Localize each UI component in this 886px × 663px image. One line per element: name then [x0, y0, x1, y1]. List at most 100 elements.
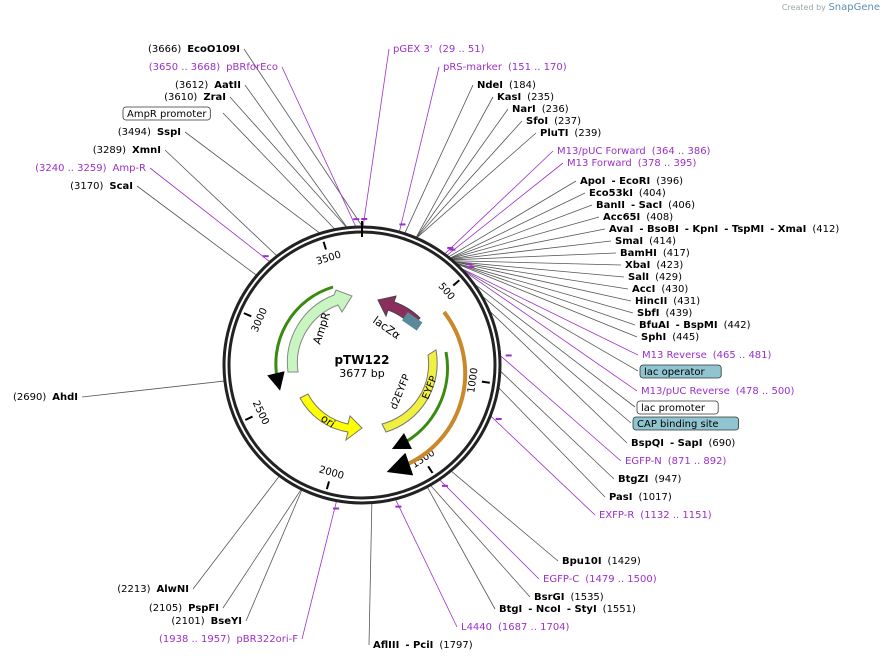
site-label-enzyme[interactable]: (3289)XmnI — [93, 145, 161, 156]
site-label-enzyme[interactable]: SfoI(237) — [526, 116, 581, 127]
site-label-primer[interactable]: (1938 .. 1957)pBR322ori-F — [159, 634, 298, 645]
site-label-primer[interactable]: pRS-marker(151 .. 170) — [443, 62, 567, 73]
site-label-enzyme[interactable]: SbfI(439) — [637, 308, 692, 319]
site-label-enzyme[interactable]: (2213)AlwNI — [117, 584, 189, 595]
primer-text: (1132 .. 1151) — [640, 510, 712, 521]
site-label-enzyme[interactable]: (3170)ScaI — [70, 181, 133, 192]
plasmid-name: pTW122 — [334, 353, 389, 367]
site-label-promoter[interactable]: lac promoter — [636, 400, 719, 415]
leader-line — [475, 284, 636, 408]
site-label-primer[interactable]: EXFP-R(1132 .. 1151) — [599, 510, 712, 521]
enzyme-name: KasI — [497, 92, 521, 103]
enzyme-name: ApoI — [580, 176, 606, 187]
site-label-enzyme[interactable]: (3494)SspI — [118, 127, 181, 138]
primer-text: (1479 .. 1500) — [585, 574, 657, 585]
site-label-enzyme[interactable]: AccI(430) — [632, 284, 688, 295]
site-label-enzyme[interactable]: (2101)BseYI — [171, 616, 242, 627]
site-text: (3666)EcoO109I — [148, 44, 240, 55]
enzyme-name: AlwNI — [157, 584, 190, 595]
site-label-enzyme[interactable]: AvaI- BsoBI- KpnI- TspMI- XmaI(412) — [609, 224, 839, 235]
site-label-primer[interactable]: (3240 .. 3259)Amp-R — [35, 163, 146, 174]
site-label-enzyme[interactable]: BfuAI- BspMI(442) — [639, 320, 751, 331]
site-label-primer[interactable]: M13/pUC Reverse(478 .. 500) — [641, 386, 795, 397]
feature-ampr[interactable]: AmpR — [267, 285, 353, 391]
leader-line — [222, 489, 302, 609]
site-position: (239) — [574, 128, 601, 139]
site-label-enzyme[interactable]: (3610)ZraI — [164, 92, 226, 103]
site-label-enzyme[interactable]: NdeI(184) — [477, 80, 536, 91]
site-text: M13 Reverse(465 .. 481) — [642, 350, 772, 361]
leader-line — [395, 499, 458, 628]
leader-line — [455, 261, 632, 302]
site-label-protein_bind[interactable]: CAP binding site — [632, 416, 739, 431]
site-text: AccI(430) — [632, 284, 688, 295]
site-text: Acc65I(408) — [603, 212, 673, 223]
site-box — [632, 416, 739, 431]
lacz-label: lacZα — [370, 314, 403, 342]
leader-line — [450, 192, 586, 259]
site-position: (431) — [673, 296, 700, 307]
site-label-enzyme[interactable]: PluTI (239) — [540, 128, 601, 139]
site-text: SphI(445) — [641, 332, 699, 343]
site-label-primer[interactable]: L4440(1687 .. 1704) — [461, 622, 570, 633]
site-label-primer[interactable]: EGFP-C(1479 .. 1500) — [543, 574, 657, 585]
site-label-enzyme[interactable]: BanII- SacI(406) — [596, 200, 695, 211]
site-position: (3289) — [93, 145, 126, 156]
site-position: (1535) — [570, 592, 603, 603]
site-label-enzyme[interactable]: (2105)PspFI — [149, 603, 219, 614]
site-label-primer[interactable]: M13 Reverse(465 .. 481) — [642, 350, 772, 361]
site-label-enzyme[interactable]: SalI(429) — [628, 272, 682, 283]
enzyme-name: SfoI — [526, 116, 548, 127]
site-label-primer[interactable]: EGFP-N(871 .. 892) — [625, 456, 727, 467]
site-label-enzyme[interactable]: AflIII- PciI(1797) — [373, 640, 473, 651]
ruler-label: 2000 — [318, 464, 345, 482]
site-position: (2105) — [149, 603, 182, 614]
site-position: (414) — [649, 236, 676, 247]
site-label-enzyme[interactable]: KasI(235) — [497, 92, 554, 103]
site-label-enzyme[interactable]: PasI(1017) — [609, 492, 672, 503]
site-label-primer[interactable]: pGEX 3'(29 .. 51) — [393, 44, 485, 55]
site-label-primer[interactable]: (3650 .. 3668)pBRforEco — [149, 62, 278, 73]
site-label-enzyme[interactable]: BamHI(417) — [620, 248, 690, 259]
primer-text: L4440 — [461, 622, 492, 633]
site-position: (2690) — [13, 392, 46, 403]
site-label-enzyme[interactable]: (2690)AhdI — [13, 392, 78, 403]
site-label-enzyme[interactable]: NarI(236) — [512, 104, 569, 115]
site-text: SfoI(237) — [526, 116, 581, 127]
site-position: (3612) — [175, 80, 208, 91]
site-label-protein_bind[interactable]: lac operator — [639, 364, 722, 379]
site-text: Eco53kI(404) — [589, 188, 666, 199]
feature-ori[interactable]: ori — [299, 393, 363, 442]
site-label-enzyme[interactable]: BtgI- NcoI- StyI(1551) — [499, 604, 636, 615]
site-position: (690) — [708, 438, 735, 449]
ruler-tick — [325, 481, 330, 490]
site-label-enzyme[interactable]: Bpu10I(1429) — [562, 556, 641, 567]
site-label-enzyme[interactable]: SphI(445) — [641, 332, 699, 343]
feature-lacz[interactable]: lacZα — [370, 295, 423, 342]
enzyme-name: - KpnI — [685, 224, 718, 235]
site-label-enzyme[interactable]: SmaI(414) — [615, 236, 676, 247]
site-position: (408) — [646, 212, 673, 223]
site-label-primer[interactable]: M13/pUC Forward(364 .. 386) — [557, 146, 711, 157]
site-position: (430) — [661, 284, 688, 295]
site-label-enzyme[interactable]: ApoI- EcoRI(396) — [580, 176, 683, 187]
site-label-enzyme[interactable]: XbaI(423) — [625, 260, 683, 271]
site-label-enzyme[interactable]: BspQI- SapI(690) — [631, 438, 735, 449]
site-position: (1797) — [439, 640, 472, 651]
enzyme-name: AvaI — [609, 224, 633, 235]
leader-lines — [81, 48, 639, 646]
site-text: (3610)ZraI — [164, 92, 226, 103]
site-label-promoter[interactable]: AmpR promoter — [122, 106, 211, 121]
site-label-enzyme[interactable]: BtgZI(947) — [618, 474, 682, 485]
site-label-enzyme[interactable]: HincII(431) — [635, 296, 700, 307]
enzyme-name: - EcoRI — [612, 176, 651, 187]
enzyme-name: PluTI — [540, 128, 568, 139]
site-label-enzyme[interactable]: (3612)AatII — [175, 80, 241, 91]
site-label-enzyme[interactable]: Acc65I(408) — [603, 212, 673, 223]
site-text: PluTI (239) — [540, 128, 601, 139]
eyfp-outline-green — [391, 351, 450, 450]
site-label-enzyme[interactable]: BsrGI(1535) — [534, 592, 604, 603]
site-label-enzyme[interactable]: Eco53kI(404) — [589, 188, 666, 199]
site-label-enzyme[interactable]: (3666)EcoO109I — [148, 44, 240, 55]
site-label-primer[interactable]: M13 Forward(378 .. 395) — [567, 158, 697, 169]
